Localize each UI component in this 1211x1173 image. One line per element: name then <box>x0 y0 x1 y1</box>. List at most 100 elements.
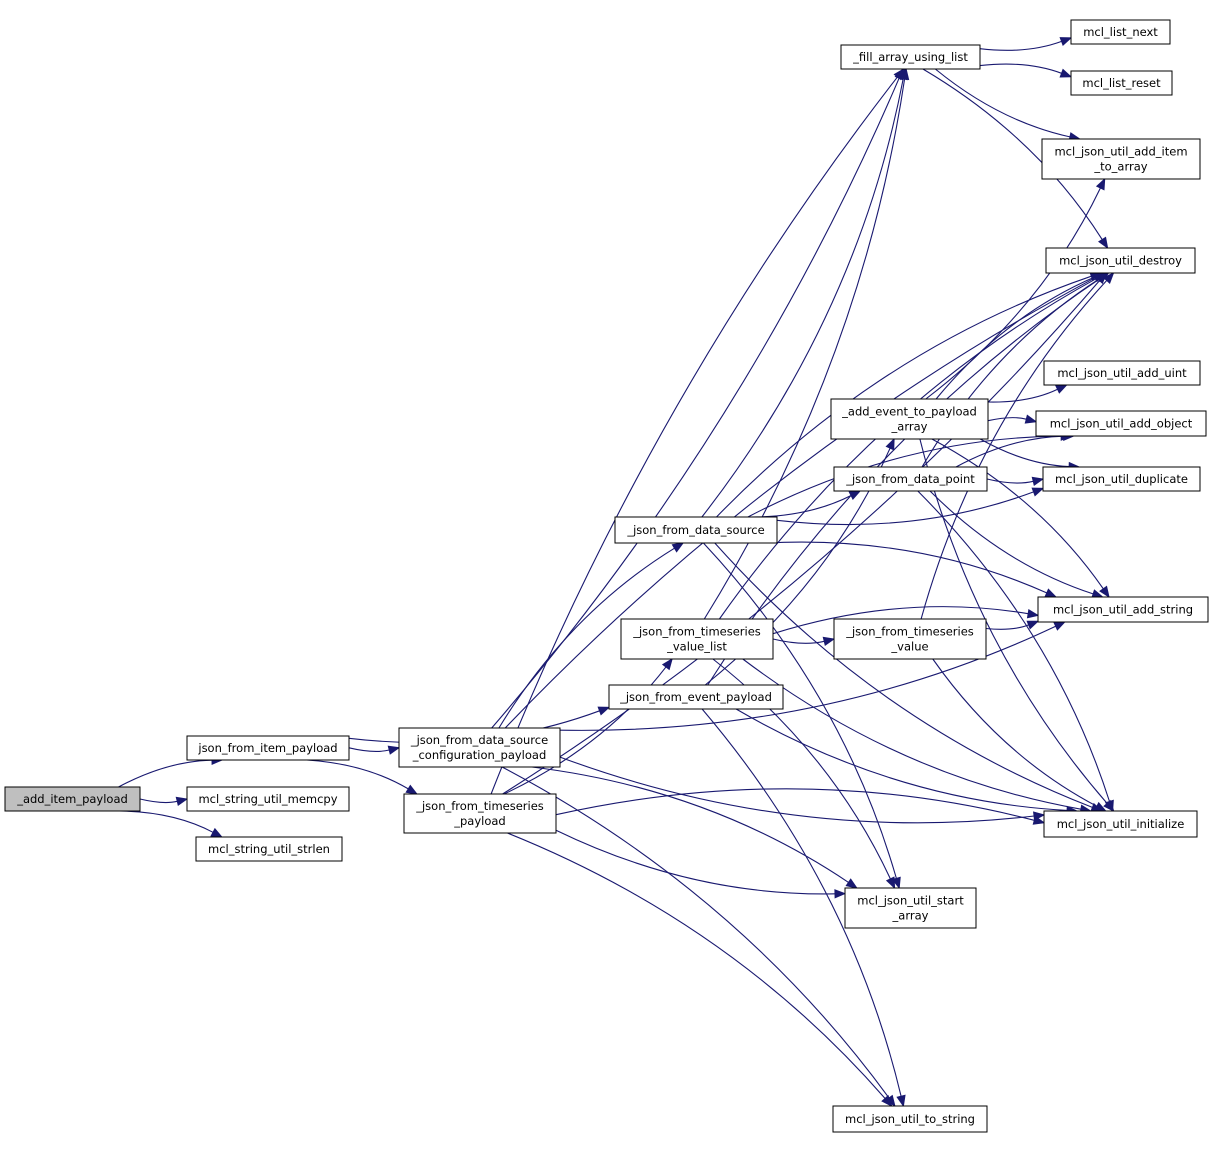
node-label: mcl_string_util_strlen <box>208 842 330 856</box>
edge-line <box>776 491 1034 526</box>
node-json-from-data-source[interactable]: _json_from_data_source <box>614 516 778 544</box>
node-json-from-item-payload[interactable]: json_from_item_payload <box>186 735 350 761</box>
node-mcl-string-util-memcpy[interactable]: mcl_string_util_memcpy <box>186 786 350 812</box>
call-edge <box>931 438 1110 599</box>
node-label: json_from_item_payload <box>197 741 337 755</box>
node-mcl-list-next[interactable]: mcl_list_next <box>1070 19 1171 45</box>
edge-line <box>765 541 1047 594</box>
arrowhead-icon <box>1032 815 1046 825</box>
call-edge <box>772 606 1040 635</box>
node-mcl-json-util-destroy[interactable]: mcl_json_util_destroy <box>1045 247 1196 274</box>
node-box <box>186 735 350 761</box>
node-mcl-json-util-start-array[interactable]: mcl_json_util_start_array <box>844 887 977 929</box>
edge-line <box>987 388 1058 403</box>
call-edge <box>701 708 906 1108</box>
arrowhead-icon <box>1031 487 1045 497</box>
edge-line <box>929 490 1094 595</box>
node-fill-array-using-list[interactable]: _fill_array_using_list <box>840 44 981 70</box>
node-mcl-json-util-initialize[interactable]: mcl_json_util_initialize <box>1043 810 1198 838</box>
edge-line <box>742 658 1081 810</box>
node-mcl-json-util-add-object[interactable]: mcl_json_util_add_object <box>1035 410 1207 437</box>
node-mcl-json-util-duplicate[interactable]: mcl_json_util_duplicate <box>1042 466 1201 492</box>
node-mcl-json-util-add-item-to-array[interactable]: mcl_json_util_add_item_to_array <box>1041 138 1201 180</box>
node-box <box>1043 360 1201 386</box>
node-label: mcl_json_util_start <box>857 894 964 908</box>
node-label: _array <box>891 420 928 434</box>
node-box <box>832 1105 988 1133</box>
node-label: _add_item_payload <box>16 792 128 806</box>
node-box <box>195 836 343 862</box>
edge-line <box>701 708 902 1097</box>
call-edge <box>498 542 685 729</box>
edge-line <box>747 435 1062 518</box>
node-json-from-data-source-configuration-payload[interactable]: _json_from_data_source_configuration_pay… <box>398 727 561 768</box>
node-mcl-json-util-add-string[interactable]: mcl_json_util_add_string <box>1037 596 1209 623</box>
call-edge <box>985 620 1040 630</box>
edge-line <box>931 438 1104 590</box>
edge-line <box>306 759 409 790</box>
node-label: _value_list <box>666 640 727 654</box>
node-label: _value <box>890 640 928 654</box>
arrowhead-icon <box>597 706 611 716</box>
node-box <box>186 786 350 812</box>
call-edge <box>987 414 1038 424</box>
edge-line <box>118 759 213 788</box>
node-box <box>398 727 561 768</box>
arrowhead-icon <box>1055 384 1068 394</box>
edge-line <box>955 435 1064 468</box>
call-edge <box>501 766 896 1108</box>
edge-line <box>920 280 1108 620</box>
node-json-from-data-point[interactable]: _json_from_data_point <box>833 466 988 492</box>
call-edge <box>987 384 1068 403</box>
call-edge <box>714 542 1103 812</box>
call-edge <box>139 796 189 807</box>
call-edge <box>917 490 1114 813</box>
node-mcl-json-util-to-string[interactable]: mcl_json_util_to_string <box>832 1105 988 1133</box>
node-label: _array <box>892 909 929 923</box>
arrowhead-icon <box>1098 236 1109 250</box>
node-add-item-payload[interactable]: _add_item_payload <box>4 786 141 812</box>
edge-line <box>919 438 1108 804</box>
call-edge <box>555 829 847 899</box>
call-edges <box>118 37 1115 1108</box>
node-mcl-string-util-strlen[interactable]: mcl_string_util_strlen <box>195 836 343 862</box>
call-edge <box>348 745 401 755</box>
node-box <box>1070 70 1173 96</box>
node-label: _json_from_data_point <box>845 472 975 486</box>
node-box <box>1037 596 1209 623</box>
edge-line <box>507 832 886 1099</box>
node-mcl-list-reset[interactable]: mcl_list_reset <box>1070 70 1173 96</box>
node-label: _json_from_data_source <box>626 523 764 537</box>
node-mcl-json-util-add-uint[interactable]: mcl_json_util_add_uint <box>1043 360 1201 386</box>
call-edge <box>502 271 1107 795</box>
node-json-from-timeseries-payload[interactable]: _json_from_timeseries_payload <box>403 793 557 834</box>
edge-line <box>707 278 1101 686</box>
node-label: mcl_string_util_memcpy <box>198 792 337 806</box>
edge-line <box>979 63 1062 74</box>
call-edge <box>986 476 1045 487</box>
call-edge <box>703 67 910 620</box>
node-box <box>840 44 981 70</box>
arrowhead-icon <box>1031 476 1045 487</box>
node-json-from-timeseries-value-list[interactable]: _json_from_timeseries_value_list <box>620 618 774 660</box>
node-label: mcl_list_reset <box>1082 76 1161 90</box>
arrowhead-icon <box>1102 272 1115 284</box>
node-box <box>830 398 989 440</box>
edge-line <box>703 78 906 620</box>
node-box <box>403 793 557 834</box>
node-add-event-to-payload-array[interactable]: _add_event_to_payload_array <box>830 398 989 440</box>
edge-line <box>735 708 1068 811</box>
node-json-from-timeseries-value[interactable]: _json_from_timeseries_value <box>833 618 987 660</box>
edge-line <box>559 756 1035 824</box>
edge-line <box>716 275 1092 518</box>
edge-line <box>559 625 1056 731</box>
node-json-from-event-payload[interactable]: _json_from_event_payload <box>608 684 784 710</box>
arrowhead-icon <box>387 745 401 755</box>
node-label: mcl_json_util_initialize <box>1057 817 1185 831</box>
arrowhead-icon <box>845 878 858 889</box>
arrowhead-icon <box>1024 414 1038 424</box>
arrowhead-icon <box>896 1094 906 1108</box>
node-label: _fill_array_using_list <box>852 50 968 64</box>
call-edge <box>531 766 858 889</box>
